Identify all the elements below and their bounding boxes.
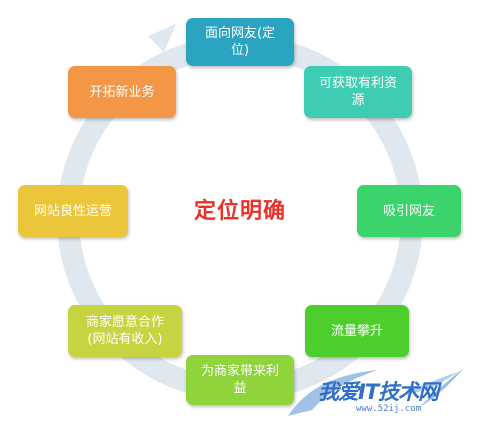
- node-site-operation-label: 网站良性运营: [33, 203, 112, 219]
- watermark-url: www.52ij.com: [356, 404, 422, 414]
- node-merchant-benefit-label: 为商家带来利 益: [200, 364, 279, 396]
- node-site-operation: 网站良性运营: [18, 185, 128, 237]
- node-attract-users-label: 吸引网友: [382, 203, 435, 219]
- node-attract-users: 吸引网友: [357, 185, 461, 237]
- node-face-users-label: 面向网友(定 位): [204, 26, 276, 58]
- node-resources-label: 可获取有利资 源: [318, 76, 397, 108]
- arrow-head-icon: [148, 24, 176, 52]
- node-new-business: 开拓新业务: [68, 66, 176, 118]
- node-resources: 可获取有利资 源: [304, 66, 412, 118]
- node-traffic-rise-label: 流量攀升: [330, 323, 383, 339]
- node-new-business-label: 开拓新业务: [89, 84, 155, 100]
- node-merchant-benefit: 为商家带来利 益: [186, 355, 294, 405]
- center-title: 定位明确: [193, 199, 286, 224]
- node-merchant-cooperate: 商家愿意合作 (网站有收入): [68, 305, 182, 357]
- wing-logo-icon: [288, 368, 464, 416]
- node-traffic-rise: 流量攀升: [305, 305, 409, 357]
- node-face-users: 面向网友(定 位): [186, 18, 294, 66]
- watermark-text: 我爱IT技术网: [318, 380, 439, 404]
- node-merchant-cooperate-label: 商家愿意合作 (网站有收入): [85, 315, 164, 347]
- site-watermark: 我爱IT技术网 www.52ij.com: [268, 366, 478, 426]
